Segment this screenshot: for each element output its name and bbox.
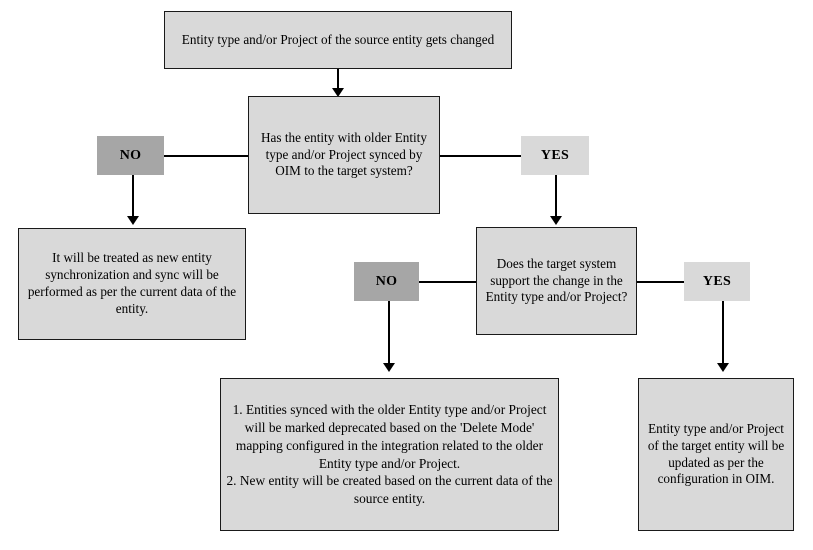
connector-decision2-to-yes: [636, 281, 685, 283]
connector-start-to-decision1: [337, 68, 339, 93]
node-outcome-deprecate-and-recreate[interactable]: 1. Entities synced with the older Entity…: [220, 378, 559, 531]
arrowhead-no-to-new-sync: [127, 216, 139, 225]
arrowhead-start-to-decision1: [332, 88, 344, 97]
arrowhead-yes-to-decision2: [550, 216, 562, 225]
node-outcome-update-target[interactable]: Entity type and/or Project of the target…: [638, 378, 794, 531]
connector-no-to-deprecate: [388, 301, 390, 369]
label-no-decision2[interactable]: NO: [354, 262, 419, 301]
connector-decision2-to-no: [418, 281, 476, 283]
label-no-decision1[interactable]: NO: [97, 136, 164, 175]
node-start[interactable]: Entity type and/or Project of the source…: [164, 11, 512, 69]
label-yes-decision1[interactable]: YES: [521, 136, 589, 175]
arrowhead-no-to-deprecate: [383, 363, 395, 372]
connector-decision1-to-no: [163, 155, 248, 157]
connector-no-to-new-sync: [132, 175, 134, 223]
connector-yes-to-update: [722, 301, 724, 369]
arrowhead-yes-to-update: [717, 363, 729, 372]
node-outcome-new-sync[interactable]: It will be treated as new entity synchro…: [18, 228, 246, 340]
node-decision-synced-by-oim[interactable]: Has the entity with older Entity type an…: [248, 96, 440, 214]
connector-decision1-to-yes: [440, 155, 522, 157]
connector-yes-to-decision2: [555, 175, 557, 223]
label-yes-decision2[interactable]: YES: [684, 262, 750, 301]
node-decision-target-supports-change[interactable]: Does the target system support the chang…: [476, 227, 637, 335]
